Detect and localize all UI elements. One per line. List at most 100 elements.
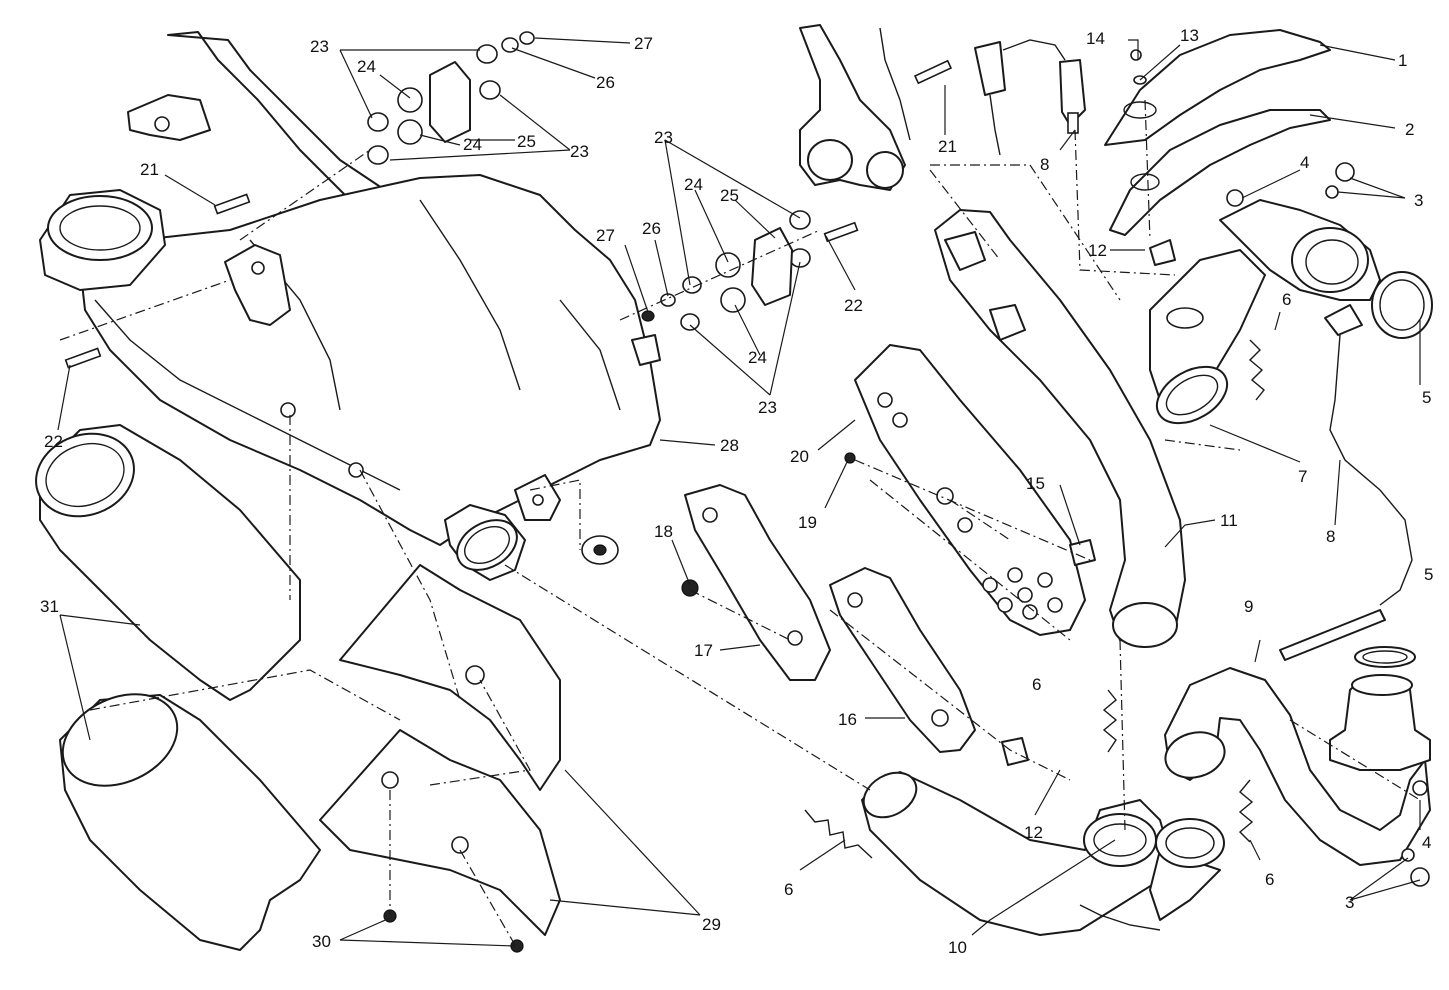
silencer-grommet-2 (348, 462, 364, 478)
shield-vent-holes (982, 567, 1063, 620)
silencer-body (79, 174, 661, 546)
silencer-side-tab (514, 334, 661, 521)
callout-4: 4 (1422, 833, 1431, 852)
nut-3-top-b (1325, 185, 1339, 199)
rear-subframe-bracket (799, 24, 911, 191)
callout-17: 17 (694, 641, 713, 660)
screw-19 (844, 452, 856, 464)
silencer-inlet-cone (39, 189, 166, 291)
callout-8: 8 (1040, 155, 1049, 174)
callout-24: 24 (463, 135, 482, 154)
callout-24: 24 (357, 57, 376, 76)
gasket-5-lower (1354, 646, 1416, 668)
callout-21: 21 (140, 160, 159, 179)
callout-21: 21 (938, 137, 957, 156)
callout-27: 27 (634, 34, 653, 53)
callout-26: 26 (642, 219, 661, 238)
callout-6: 6 (1265, 870, 1274, 889)
callout-24: 24 (684, 175, 703, 194)
callout-9: 9 (1244, 597, 1253, 616)
callout-13: 13 (1180, 26, 1199, 45)
heat-shield-16 (829, 567, 976, 753)
callout-15: 15 (1026, 474, 1045, 493)
spring-6-mid (1102, 689, 1118, 753)
front-header-pipe (934, 209, 1186, 648)
callout-4: 4 (1300, 153, 1309, 172)
assembly-lines (59, 99, 1421, 946)
callout-6: 6 (784, 880, 793, 899)
callout-25: 25 (517, 132, 536, 151)
callout-28: 28 (720, 436, 739, 455)
callout-24: 24 (748, 348, 767, 367)
bolt-21-left (213, 193, 251, 215)
callout-6: 6 (1032, 675, 1041, 694)
heat-shield-17 (684, 484, 831, 681)
callout-29: 29 (702, 915, 721, 934)
callout-labels: 1 2 3 3 4 4 5 5 6 6 6 6 7 8 8 9 10 11 12… (40, 26, 1433, 957)
grommet (581, 535, 619, 565)
silencer-outlet-pipe (444, 504, 526, 581)
callout-10: 10 (948, 938, 967, 957)
silencer-grommet-1 (280, 402, 296, 418)
nut-4-lower (1412, 780, 1428, 796)
callout-8: 8 (1326, 527, 1335, 546)
callout-16: 16 (838, 710, 857, 729)
callout-3: 3 (1414, 191, 1423, 210)
callout-26: 26 (596, 73, 615, 92)
callout-23: 23 (310, 37, 329, 56)
heat-shield-cover-1 (1104, 29, 1331, 146)
gasket-5-top (1371, 271, 1433, 339)
callout-20: 20 (790, 447, 809, 466)
middle-rubber-mount-stack (641, 210, 811, 331)
collector-pipe (861, 771, 1225, 936)
callout-19: 19 (798, 513, 817, 532)
silencer-mount-bracket (224, 244, 291, 326)
callout-12: 12 (1024, 823, 1043, 842)
callout-23: 23 (654, 128, 673, 147)
callout-1: 1 (1398, 51, 1407, 70)
callout-2: 2 (1405, 120, 1414, 139)
lambda-sensor-lower (1279, 304, 1413, 661)
outer-heat-shield (35, 424, 301, 701)
callout-11: 11 (1220, 511, 1238, 530)
callout-30: 30 (312, 932, 331, 951)
callout-5: 5 (1422, 388, 1431, 407)
callout-22: 22 (844, 296, 863, 315)
callout-7: 7 (1298, 467, 1307, 486)
bolt-21-right (913, 59, 953, 85)
clip-12-top (1149, 239, 1176, 266)
callout-6: 6 (1282, 290, 1291, 309)
rear-crossover-pipe (1164, 667, 1431, 866)
callout-3: 3 (1345, 893, 1354, 912)
upper-rubber-mount-stack (367, 31, 535, 165)
center-heat-shield (319, 564, 561, 936)
callout-18: 18 (654, 522, 673, 541)
callout-5: 5 (1424, 565, 1433, 584)
callout-23: 23 (570, 142, 589, 161)
nut-3-lower-a (1401, 848, 1415, 862)
nut-3-top-a (1335, 162, 1355, 182)
nut-3-lower-b (1410, 867, 1430, 887)
callout-23: 23 (758, 398, 777, 417)
heat-shield-cover-2 (1109, 109, 1331, 236)
callout-25: 25 (720, 186, 739, 205)
nut-18 (681, 579, 699, 597)
spring-6-lower-right (1238, 779, 1254, 843)
callout-31: 31 (40, 597, 59, 616)
callout-14: 14 (1086, 29, 1105, 48)
spring-6-lower-left (804, 809, 873, 859)
bolt-22-right (823, 221, 859, 243)
callout-27: 27 (596, 226, 615, 245)
bolt-22-left (64, 347, 102, 369)
callout-12: 12 (1088, 241, 1107, 260)
nut-4-top (1226, 189, 1244, 207)
screw-14 (1130, 49, 1142, 61)
spring-6-top (1248, 339, 1265, 401)
leader-lines (57, 37, 1421, 947)
inner-heat-shield (59, 693, 321, 951)
rear-header-flange-pipe (1149, 199, 1381, 425)
lambda-sensor-upper (974, 39, 1086, 156)
clip-12-lower (1001, 737, 1029, 766)
clip-15 (1069, 539, 1096, 566)
